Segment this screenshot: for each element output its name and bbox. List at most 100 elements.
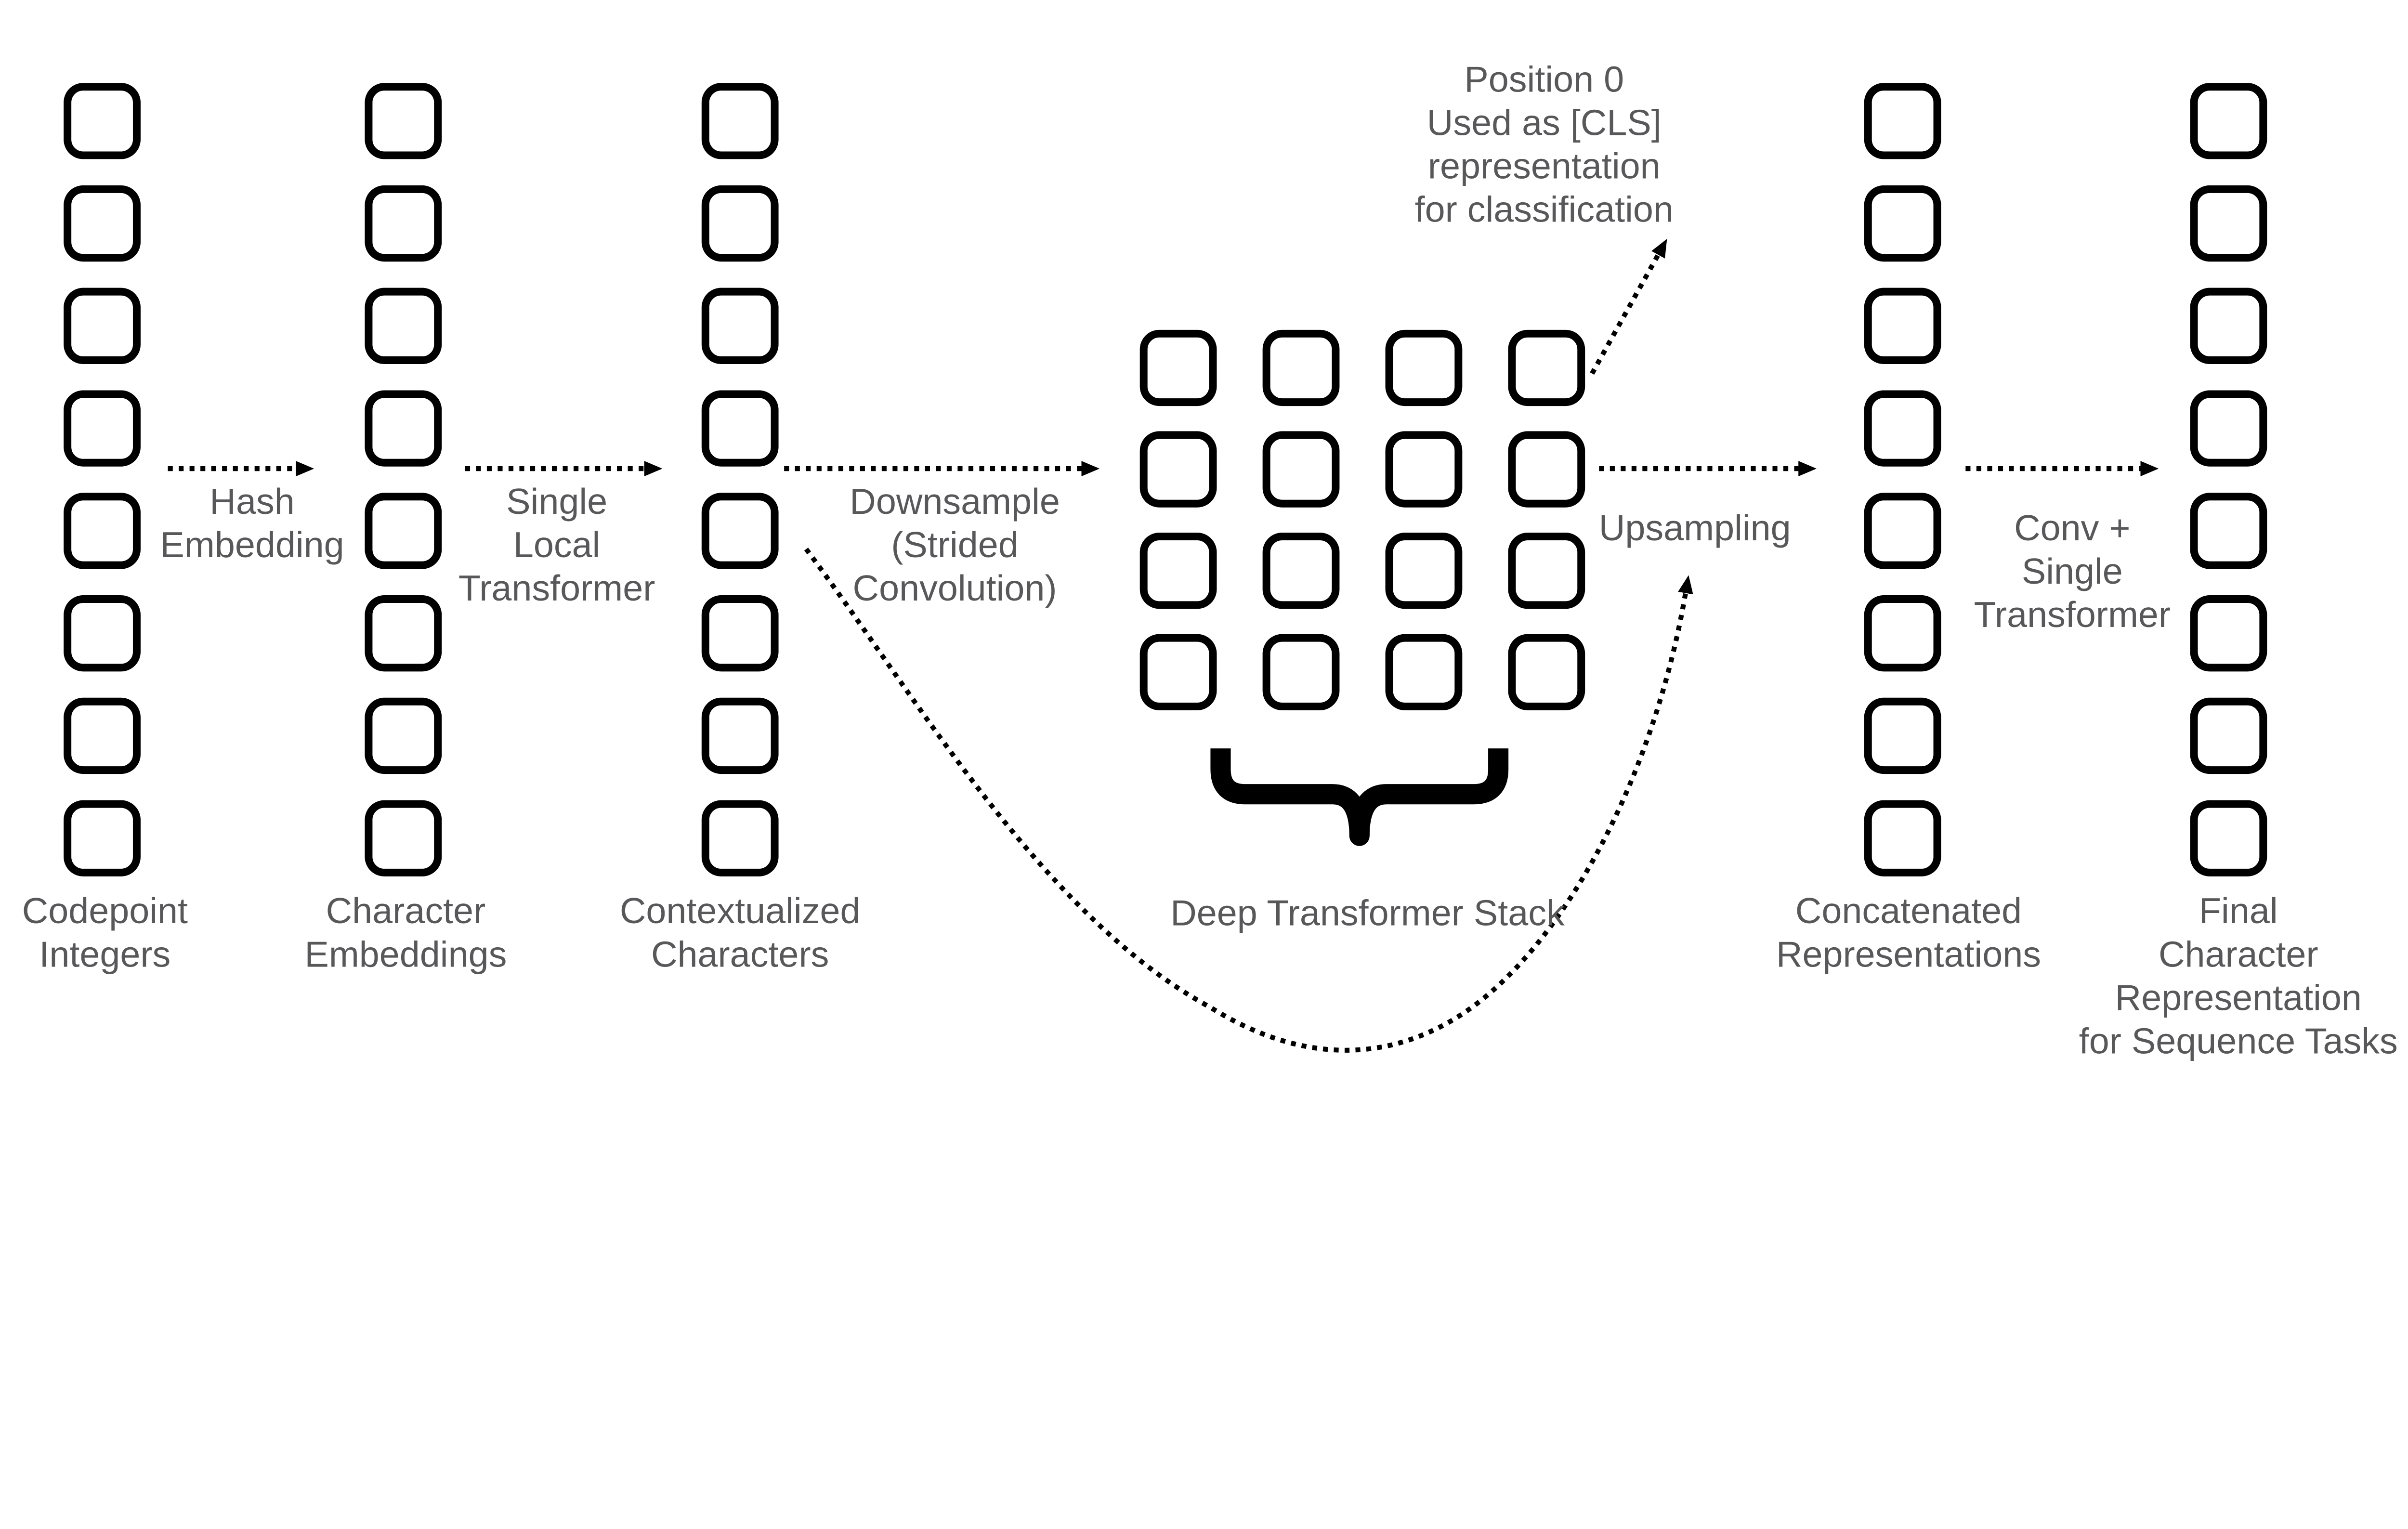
token-cell [365,185,442,262]
token-cell [64,390,141,467]
concatenated-representations-label: Concatenated Representations [1776,889,2041,976]
token-cell [701,800,779,876]
token-cell [1262,634,1340,710]
label-line: Convolution) [852,568,1057,609]
column-contextualized-characters [701,83,779,876]
conv-single-transformer-label: Conv + Single Transformer [1974,507,2171,637]
upsampling-label: Upsampling [1599,507,1791,550]
token-cell [2190,390,2267,467]
label-line: Single [506,481,608,522]
label-line: Transformer [1974,594,2171,635]
token-cell [701,493,779,569]
token-cell [64,493,141,569]
token-cell [701,83,779,159]
codepoint-integers-label: Codepoint Integers [22,889,188,976]
token-cell [1385,634,1463,710]
token-cell [64,185,141,262]
token-cell [2190,288,2267,364]
token-cell [1139,431,1217,508]
token-cell [1262,533,1340,609]
token-cell [1262,431,1340,508]
label-line: Deep Transformer Stack [1170,893,1565,934]
token-cell [2190,595,2267,672]
underbrace-icon [1210,748,1509,846]
label-line: Representations [1776,934,2041,975]
token-cell [1385,329,1463,406]
token-cell [365,800,442,876]
token-cell [365,83,442,159]
token-cell [365,288,442,364]
residual-skip-curve-icon [804,548,1693,1053]
connector-layer [168,239,2159,1053]
token-cell [701,697,779,774]
column-codepoint-integers [64,83,141,876]
column-concatenated-representations [1864,83,1941,876]
token-cell [701,595,779,672]
token-cell [1864,288,1941,364]
token-cell [64,595,141,672]
label-line: Embeddings [304,934,507,975]
token-cell [1385,533,1463,609]
label-line: Hash [209,481,295,522]
token-cell [1864,185,1941,262]
cls-note-line: for classification [1414,189,1674,230]
label-line: Conv + [2014,508,2131,549]
token-cell [2190,185,2267,262]
token-cell [365,595,442,672]
cls-position0-arrow-icon [1590,239,1667,375]
label-line: Final [2199,890,2278,931]
token-cell [1139,634,1217,710]
token-cell [1139,329,1217,406]
token-cell [1508,634,1585,710]
label-line: (Strided [891,524,1019,565]
token-cell [365,493,442,569]
label-line: Transformer [458,568,655,609]
token-cell [1262,329,1340,406]
token-cell [64,288,141,364]
column-character-embeddings [365,83,442,876]
token-cell [1385,431,1463,508]
label-line: Upsampling [1598,508,1791,549]
token-cell [1864,697,1941,774]
deep-transformer-stack-label: Deep Transformer Stack [1170,891,1565,935]
column-final-character-representation [2190,83,2267,876]
token-cell [64,83,141,159]
token-cell [2190,493,2267,569]
token-cell [365,697,442,774]
token-cell [1508,533,1585,609]
diagram-canvas: Position 0 Used as [CLS] representation … [22,58,2398,1063]
label-line: Character [2158,934,2318,975]
label-line: Character [326,890,486,931]
cls-note-line: Used as [CLS] [1426,102,1662,144]
character-embeddings-label: Character Embeddings [304,889,507,976]
label-line: Local [513,524,601,565]
label-line: Downsample [850,481,1060,522]
final-character-representation-label: Final Character Representation for Seque… [2079,889,2398,1063]
token-cell [2190,697,2267,774]
label-line: Codepoint [22,890,188,931]
label-line: for Sequence Tasks [2079,1020,2398,1062]
label-line: Single [2021,551,2123,592]
label-line: Characters [651,934,829,975]
token-cell [701,390,779,467]
token-cell [701,185,779,262]
cls-note: Position 0 Used as [CLS] representation … [1415,58,1674,231]
label-line: Concatenated [1795,890,2022,931]
token-cell [1864,390,1941,467]
token-cell [1864,800,1941,876]
cls-note-line: representation [1427,145,1661,187]
token-cell [1864,493,1941,569]
contextualized-characters-label: Contextualized Characters [620,889,861,976]
cls-note-line: Position 0 [1464,59,1624,100]
token-cell [1508,431,1585,508]
token-cell [1139,533,1217,609]
token-cell [1864,595,1941,672]
token-cell [64,800,141,876]
label-line: Contextualized [619,890,861,931]
token-cell [2190,83,2267,159]
downsample-label: Downsample (Strided Convolution) [850,480,1060,610]
single-local-transformer-label: Single Local Transformer [458,480,655,610]
hash-embedding-label: Hash Embedding [160,480,344,566]
downsampled-token-grid [1139,329,1585,710]
label-line: Embedding [160,524,344,565]
